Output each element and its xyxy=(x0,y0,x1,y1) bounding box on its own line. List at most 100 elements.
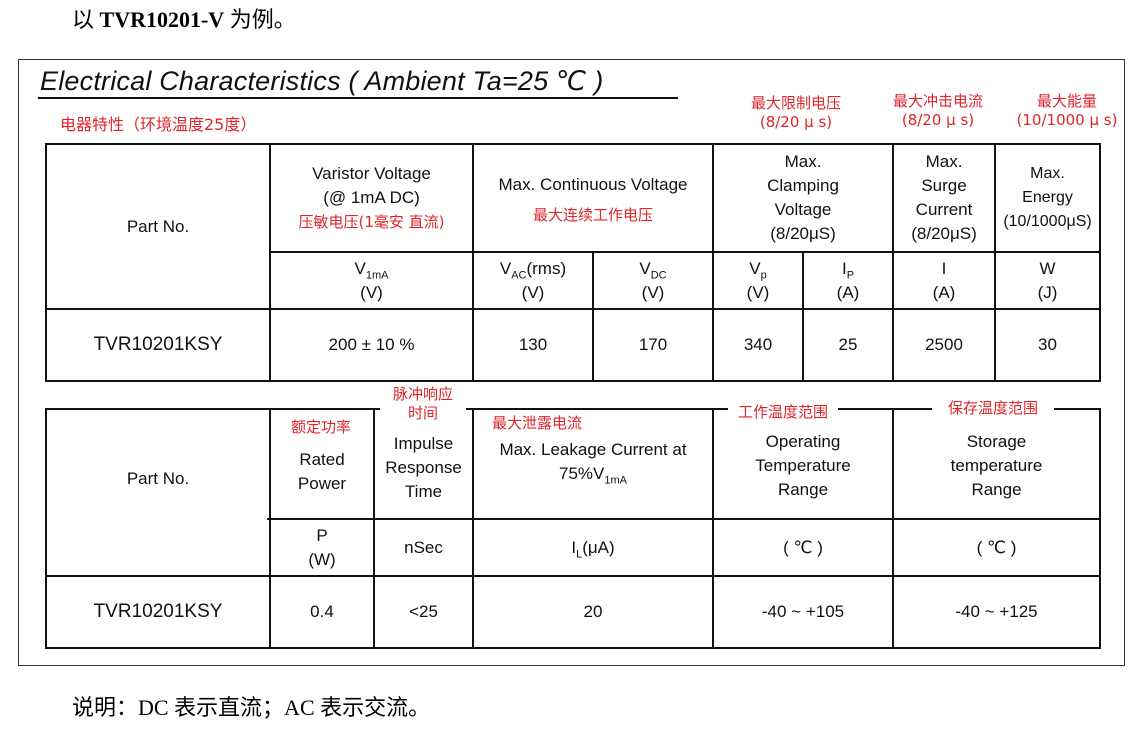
op-temp-unit: ( ℃ ) xyxy=(712,518,894,577)
thermal-characteristics-table: Part No. Rated Power Impulse Response Ti… xyxy=(45,408,1101,649)
storage-header-line: Range xyxy=(971,480,1022,499)
annotation-impulse-line: 时间 xyxy=(407,404,438,422)
vac-symbol: VAC(rms) (V) xyxy=(472,251,594,310)
energy-header: Max. Energy (10/1000μS) xyxy=(994,143,1102,253)
v1ma-unit: (V) xyxy=(360,282,383,302)
vp-symbol: Vp (V) xyxy=(712,251,805,310)
table-row: TVR10201KSY 0.4 <25 20 -40 ~ +105 -40 ~ … xyxy=(45,575,1101,649)
leakage-header-line: Max. Leakage Current at xyxy=(499,440,687,459)
varistor-voltage-header: Varistor Voltage (@ 1mA DC) 压敏电压(1毫安 直流) xyxy=(269,143,474,253)
annotation-surge-cn: 最大冲击电流 xyxy=(892,92,983,110)
storage-temperature-value: -40 ~ +125 xyxy=(892,575,1101,649)
annotation-energy-cond: (10/1000 μ s) xyxy=(1016,111,1118,129)
clamping-header-line: Clamping xyxy=(767,176,839,195)
vp-symbol-sub: p xyxy=(760,268,767,281)
vdc-value: 170 xyxy=(591,308,715,382)
vp-unit: (V) xyxy=(746,282,770,302)
part-number-cell: TVR10201KSY xyxy=(45,308,271,382)
vac-unit: (V) xyxy=(521,282,545,302)
leakage-header-sub: 1mA xyxy=(604,474,627,487)
continuous-voltage-label: Max. Continuous Voltage xyxy=(498,175,688,194)
part-no-header: Part No. xyxy=(45,143,271,310)
datasheet-frame xyxy=(18,59,1125,666)
vdc-symbol: VDC (V) xyxy=(591,251,715,310)
clamping-header-line: Max. xyxy=(784,152,822,171)
part-number-cell-2: TVR10201KSY xyxy=(45,575,271,649)
power-symbol: P xyxy=(316,525,328,545)
vac-symbol-sub: AC xyxy=(511,268,527,281)
heading-prefix: 以 xyxy=(72,7,100,32)
il-unit: IL(μA) xyxy=(472,518,714,577)
energy-value: 30 xyxy=(994,308,1102,382)
vdc-symbol-letter: V xyxy=(639,258,651,278)
surge-current-value: 2500 xyxy=(892,308,997,382)
operating-temperature-header: Operating Temperature Range xyxy=(712,408,894,520)
impulse-header-line: Response xyxy=(385,458,462,477)
ip-value: 25 xyxy=(802,308,895,382)
clamping-header-line: Voltage xyxy=(774,200,832,219)
w-unit: (J) xyxy=(1037,282,1058,302)
il-symbol-sub: L xyxy=(576,547,583,560)
ip-symbol-letter: I xyxy=(841,258,847,278)
il-unit-label: (μA) xyxy=(582,537,615,557)
i-symbol-letter: I xyxy=(941,258,947,278)
surge-header-line: Current xyxy=(915,200,973,219)
impulse-header-line: Impulse xyxy=(393,434,454,453)
vac-symbol-letter: V xyxy=(499,258,512,278)
i-symbol: I (A) xyxy=(892,251,997,310)
annotation-surge: 最大冲击电流 (8/20 μ s) xyxy=(878,92,998,130)
varistor-voltage-cn: 压敏电压(1毫安 直流) xyxy=(298,213,445,231)
ip-symbol-sub: P xyxy=(846,268,855,281)
annotation-energy: 最大能量 (10/1000 μ s) xyxy=(1012,92,1122,130)
rated-power-value: 0.4 xyxy=(269,575,375,649)
part-no-header-2: Part No. xyxy=(45,408,271,520)
varistor-voltage-label: Varistor Voltage xyxy=(312,164,431,183)
part-no-header-2-cont xyxy=(45,518,271,577)
vac-symbol-suffix: (rms) xyxy=(526,258,567,278)
energy-header-line: Energy xyxy=(1022,189,1073,206)
annotation-leakage: 最大泄露电流 xyxy=(482,414,592,433)
i-unit: (A) xyxy=(932,282,956,302)
varistor-voltage-condition: (@ 1mA DC) xyxy=(323,188,420,207)
nsec-unit: nSec xyxy=(373,518,474,577)
surge-header-line: Surge xyxy=(921,176,967,195)
table-row: TVR10201KSY 200 ± 10 % 130 170 340 25 25… xyxy=(45,308,1102,382)
v1ma-symbol-letter: V xyxy=(354,258,366,278)
vp-symbol-letter: V xyxy=(749,258,761,278)
energy-header-line: Max. xyxy=(1030,165,1065,182)
leakage-current-value: 20 xyxy=(472,575,714,649)
ip-symbol: IP (A) xyxy=(802,251,895,310)
impulse-response-value: <25 xyxy=(373,575,474,649)
sheet-subtitle-cn: 电器特性（环境温度25度） xyxy=(60,115,257,134)
storage-header-line: Storage xyxy=(966,432,1027,451)
op-temp-header-line: Operating xyxy=(765,432,841,451)
ip-unit: (A) xyxy=(836,282,860,302)
rated-power-line: Power xyxy=(297,474,347,493)
annotation-energy-cn: 最大能量 xyxy=(1036,92,1097,110)
heading-suffix: 为例。 xyxy=(224,7,296,32)
vp-value: 340 xyxy=(712,308,805,382)
impulse-header-line: Time xyxy=(404,482,443,501)
surge-current-header: Max. Surge Current (8/20μS) xyxy=(892,143,997,253)
surge-header-line: (8/20μS) xyxy=(911,224,977,243)
power-unit: P (W) xyxy=(269,518,375,577)
annotation-operating-temp: 工作温度范围 xyxy=(728,403,838,422)
annotation-clamping-cn: 最大限制电压 xyxy=(750,94,841,112)
storage-temperature-header: Storage temperature Range xyxy=(892,408,1101,520)
vac-value: 130 xyxy=(472,308,594,382)
vdc-unit: (V) xyxy=(641,282,665,302)
leakage-current-header: Max. Leakage Current at 75%V1mA xyxy=(472,408,714,520)
il-symbol: I xyxy=(571,537,577,557)
energy-header-line: (10/1000μS) xyxy=(1003,213,1092,230)
w-symbol: W (J) xyxy=(994,251,1102,310)
leakage-header-percent: 75%V xyxy=(559,464,605,483)
clamping-header-line: (8/20μS) xyxy=(770,224,836,243)
annotation-surge-cond: (8/20 μ s) xyxy=(901,111,975,129)
operating-temperature-value: -40 ~ +105 xyxy=(712,575,894,649)
continuous-voltage-header: Max. Continuous Voltage 最大连续工作电压 xyxy=(471,143,715,253)
varistor-voltage-value: 200 ± 10 % xyxy=(269,308,474,382)
title-underline xyxy=(38,97,678,99)
annotation-impulse-line: 脉冲响应 xyxy=(392,385,453,403)
electrical-characteristics-table: Part No. Varistor Voltage (@ 1mA DC) 压敏电… xyxy=(45,143,1102,382)
page-heading: 以 TVR10201-V 为例。 xyxy=(72,2,296,34)
